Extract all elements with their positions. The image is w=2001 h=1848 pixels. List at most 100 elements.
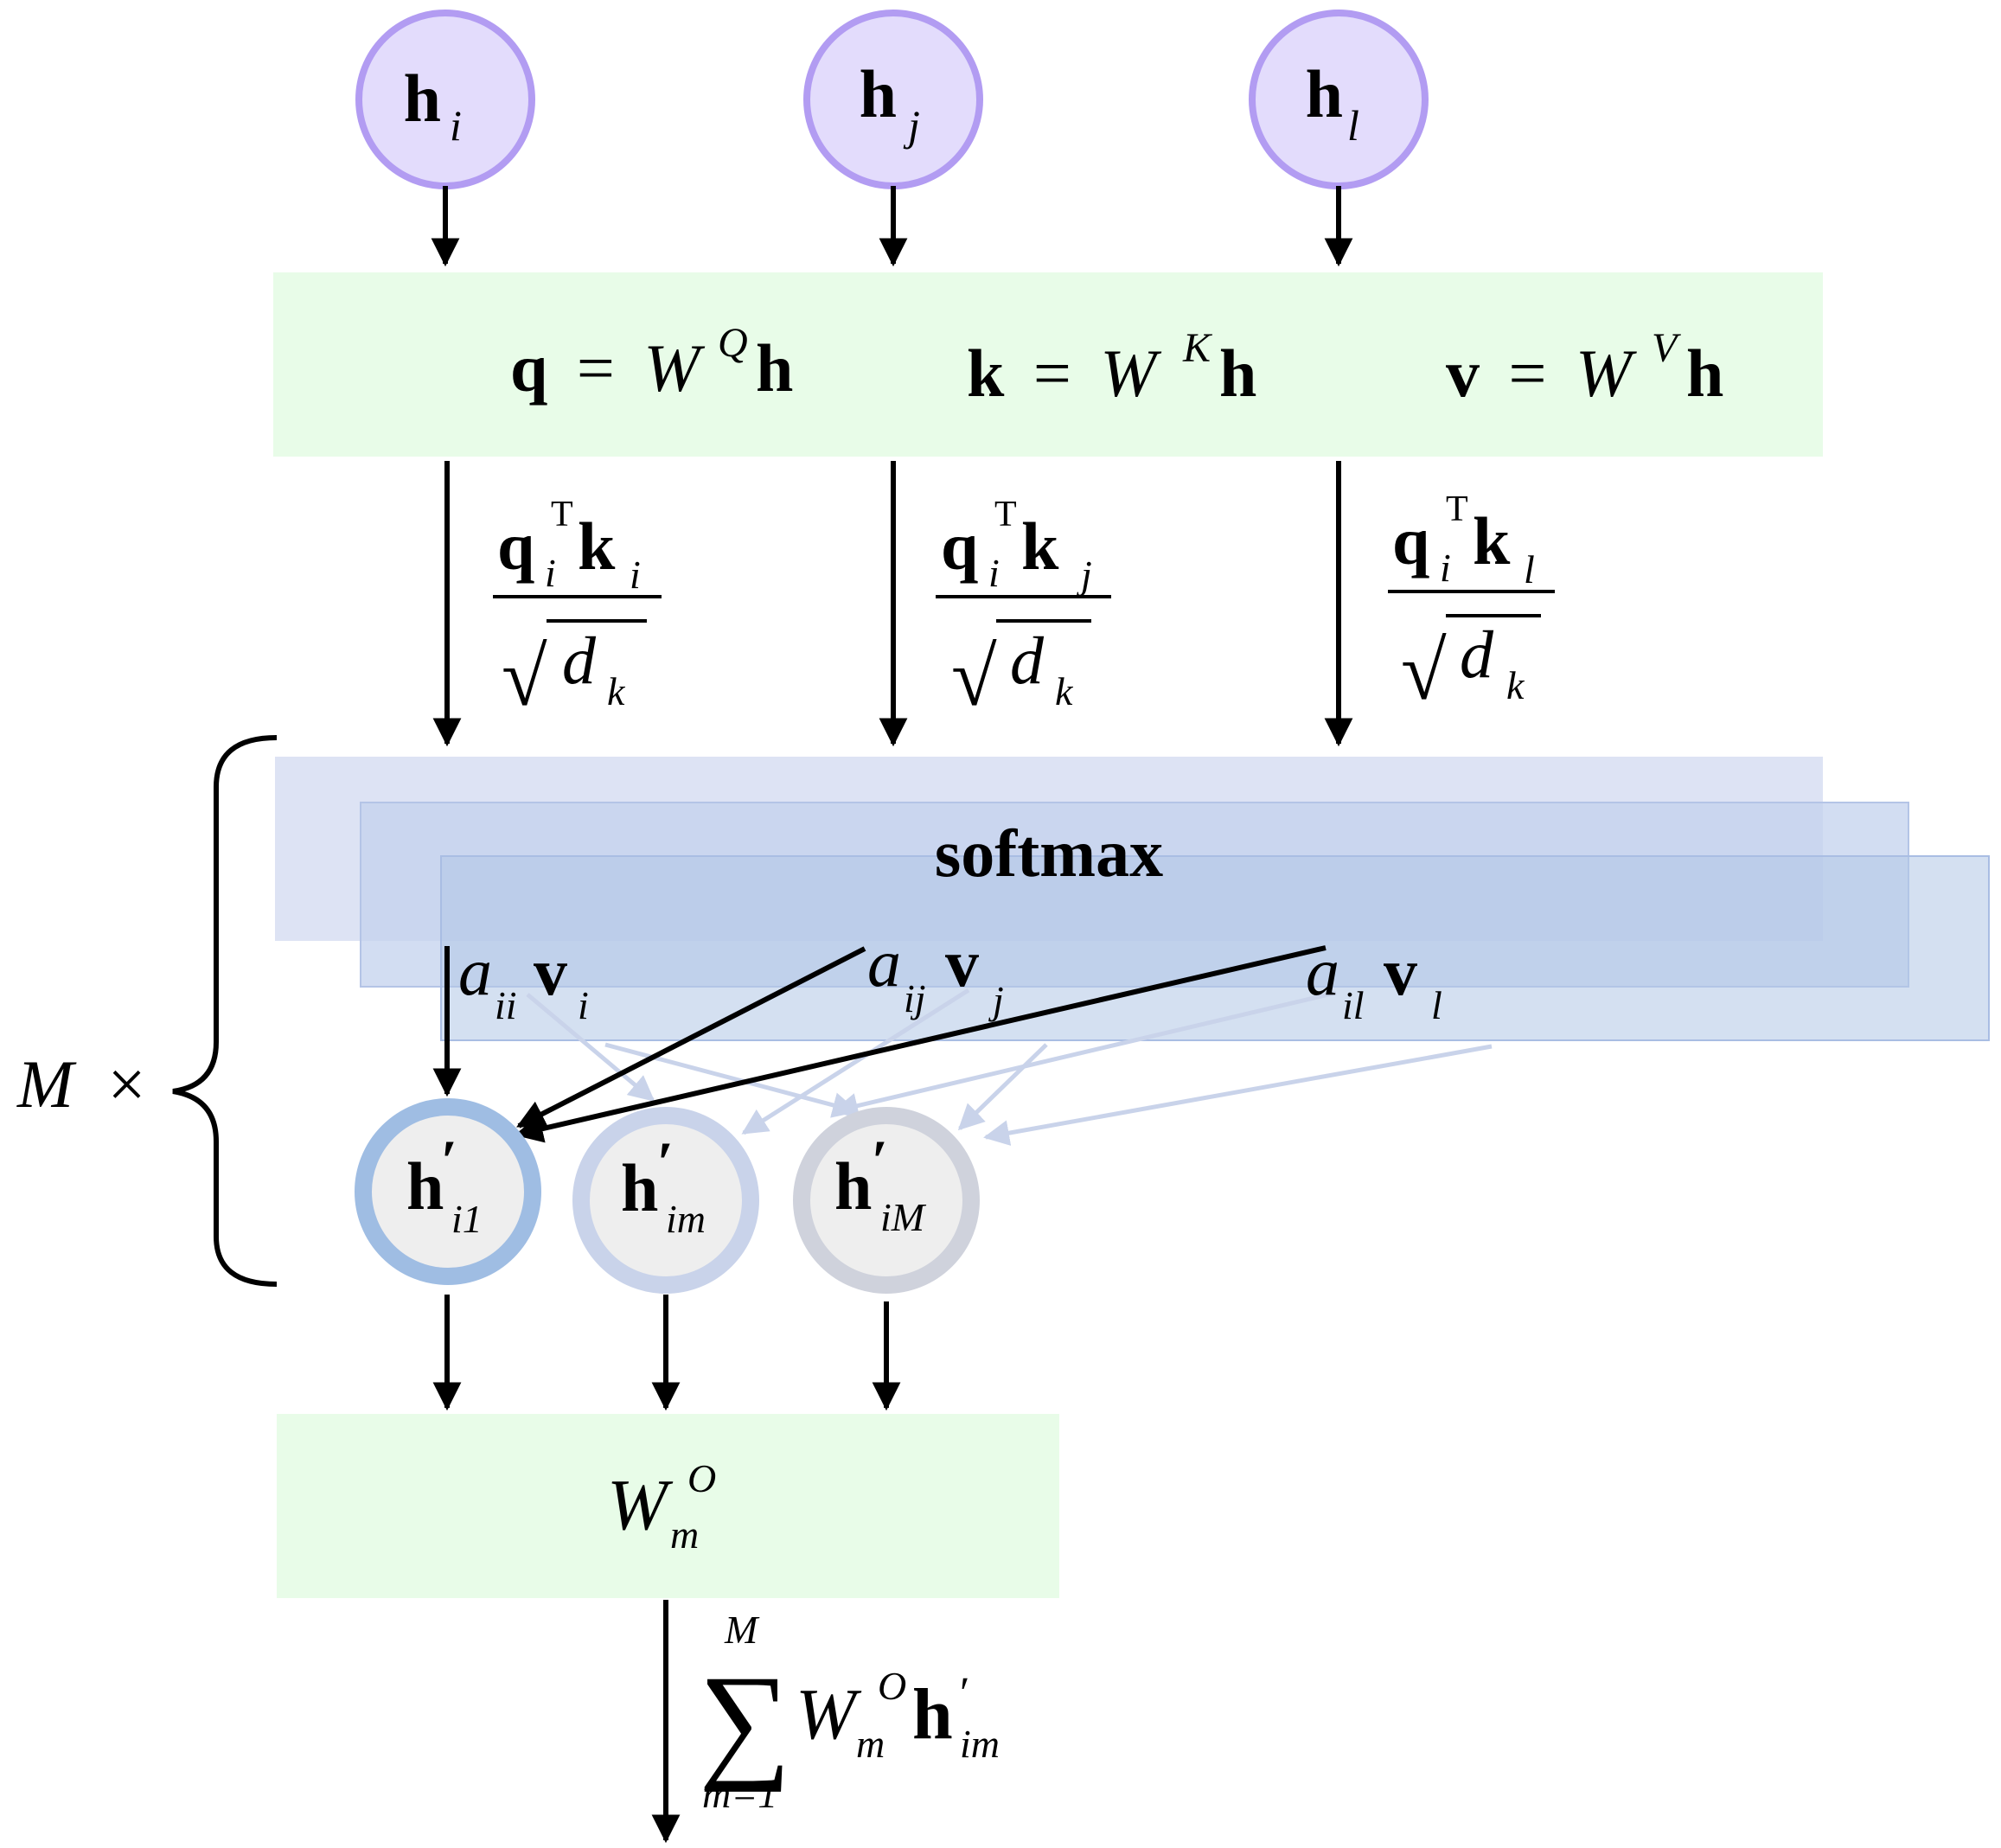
score-k-subscript: j bbox=[1077, 553, 1092, 597]
weighted-value-il: a il v l bbox=[1306, 934, 1442, 1027]
faint-arrow bbox=[957, 1043, 1048, 1131]
score-transpose: T bbox=[994, 495, 1017, 534]
svg-text:v: v bbox=[945, 925, 979, 1001]
q-projection-superscript: Q bbox=[718, 320, 748, 366]
svg-text:a: a bbox=[1306, 934, 1339, 1009]
head-node-im: h ′ im bbox=[572, 1107, 759, 1294]
score-transpose: T bbox=[551, 495, 573, 534]
input-node-base: h bbox=[1306, 56, 1343, 131]
svg-text:ii: ii bbox=[495, 983, 517, 1027]
svg-text:il: il bbox=[1342, 983, 1365, 1027]
score-q-subscript: i bbox=[1440, 546, 1451, 590]
svg-text:j: j bbox=[988, 978, 1004, 1022]
svg-text:O: O bbox=[687, 1456, 716, 1500]
q-projection-formula: q = W Q h bbox=[510, 320, 793, 406]
score-d-subscript: k bbox=[1506, 663, 1525, 707]
input-node-h-i: h i bbox=[355, 10, 535, 189]
score-fraction-i: q i T k i √ d k bbox=[493, 495, 662, 723]
score-k-subscript: l bbox=[1524, 547, 1535, 591]
output-projection-box bbox=[277, 1414, 1059, 1598]
input-node-h-j: h j bbox=[803, 10, 983, 189]
faint-arrow bbox=[526, 993, 655, 1102]
svg-text:q = W: q = W bbox=[510, 330, 705, 406]
sqrt-sign: √ bbox=[1401, 624, 1447, 717]
svg-text:m: m bbox=[670, 1512, 699, 1557]
svg-text:h: h bbox=[834, 1148, 872, 1224]
svg-text:′: ′ bbox=[960, 1669, 969, 1718]
score-d: d bbox=[562, 623, 597, 698]
svg-text:im: im bbox=[666, 1197, 706, 1241]
score-d: d bbox=[1010, 623, 1045, 698]
score-fraction-j: q i T k j √ d k bbox=[936, 495, 1111, 723]
v-projection-h: h bbox=[1686, 336, 1723, 411]
v-projection-superscript: V bbox=[1652, 325, 1681, 371]
score-k: k bbox=[578, 508, 616, 584]
repeat-symbol: M bbox=[16, 1046, 77, 1122]
svg-text:O: O bbox=[878, 1664, 906, 1708]
svg-text:ij: ij bbox=[904, 976, 926, 1020]
svg-text:a: a bbox=[458, 934, 492, 1009]
svg-text:l: l bbox=[1431, 983, 1442, 1027]
score-fraction-l: q i T k l √ d k bbox=[1388, 489, 1555, 717]
svg-text:h: h bbox=[406, 1148, 444, 1224]
svg-text:′: ′ bbox=[441, 1128, 457, 1193]
qkv-projection-box bbox=[273, 272, 1823, 457]
svg-text:iM: iM bbox=[880, 1195, 927, 1239]
score-d: d bbox=[1460, 617, 1494, 692]
svg-text:v: v bbox=[534, 934, 567, 1009]
v-projection-formula: v = W V h bbox=[1446, 325, 1723, 411]
sqrt-sign: √ bbox=[951, 630, 997, 723]
svg-text:k = W: k = W bbox=[967, 336, 1161, 411]
svg-text:′: ′ bbox=[872, 1128, 888, 1193]
faint-head-arrows bbox=[526, 988, 1493, 1146]
output-projection-formula: W O m bbox=[607, 1456, 716, 1557]
softmax-layer-3 bbox=[440, 855, 1990, 1041]
score-q-subscript: i bbox=[545, 551, 556, 595]
sum-lower-limit: m=1 bbox=[702, 1772, 777, 1816]
input-node-subscript: i bbox=[450, 101, 462, 150]
svg-text:′: ′ bbox=[657, 1129, 674, 1195]
sum-sigma: ∑ bbox=[699, 1649, 791, 1793]
k-projection-superscript: K bbox=[1182, 325, 1213, 371]
final-sum-formula: ∑ M m=1 W O m h ′ im bbox=[699, 1608, 1000, 1816]
sum-upper-limit: M bbox=[724, 1608, 760, 1652]
svg-text:a: a bbox=[867, 925, 901, 1001]
arrow-attn-il bbox=[514, 945, 1327, 1143]
input-node-circle bbox=[355, 10, 535, 189]
score-q: q bbox=[497, 508, 534, 584]
head-node-circle bbox=[355, 1098, 541, 1285]
svg-text:i: i bbox=[578, 983, 589, 1027]
faint-arrow bbox=[741, 988, 970, 1135]
svg-text:v = W: v = W bbox=[1446, 336, 1637, 411]
head-node-i1: h ′ i1 bbox=[355, 1098, 541, 1285]
input-node-base: h bbox=[404, 61, 441, 136]
input-node-subscript: l bbox=[1347, 101, 1359, 150]
head-node-circle bbox=[572, 1107, 759, 1294]
score-q: q bbox=[941, 508, 978, 584]
head-node-iM: h ′ iM bbox=[793, 1107, 980, 1294]
score-k-subscript: i bbox=[630, 553, 641, 597]
repeat-times: × bbox=[107, 1046, 145, 1122]
svg-text:h: h bbox=[621, 1150, 658, 1225]
score-d-subscript: k bbox=[1055, 669, 1074, 713]
svg-text:W: W bbox=[796, 1674, 862, 1755]
svg-text:h: h bbox=[912, 1674, 953, 1755]
faint-arrow bbox=[832, 990, 1337, 1119]
score-q: q bbox=[1392, 503, 1429, 579]
svg-text:v: v bbox=[1384, 934, 1417, 1009]
k-projection-h: h bbox=[1219, 336, 1256, 411]
weighted-value-ii: a ii v i bbox=[458, 934, 589, 1027]
svg-text:im: im bbox=[960, 1722, 1000, 1766]
svg-text:h: h bbox=[404, 61, 441, 136]
svg-text:M ×: M × bbox=[16, 1046, 145, 1122]
faint-arrow bbox=[983, 1044, 1493, 1146]
svg-text:i1: i1 bbox=[451, 1197, 483, 1241]
score-q-subscript: i bbox=[988, 551, 1000, 595]
score-transpose: T bbox=[1446, 489, 1468, 529]
sqrt-sign: √ bbox=[502, 630, 547, 723]
input-node-h-l: h l bbox=[1249, 10, 1429, 189]
score-k: k bbox=[1473, 503, 1511, 579]
weighted-value-ij: a ij v j bbox=[867, 925, 1004, 1022]
repeat-brace bbox=[172, 735, 278, 1287]
